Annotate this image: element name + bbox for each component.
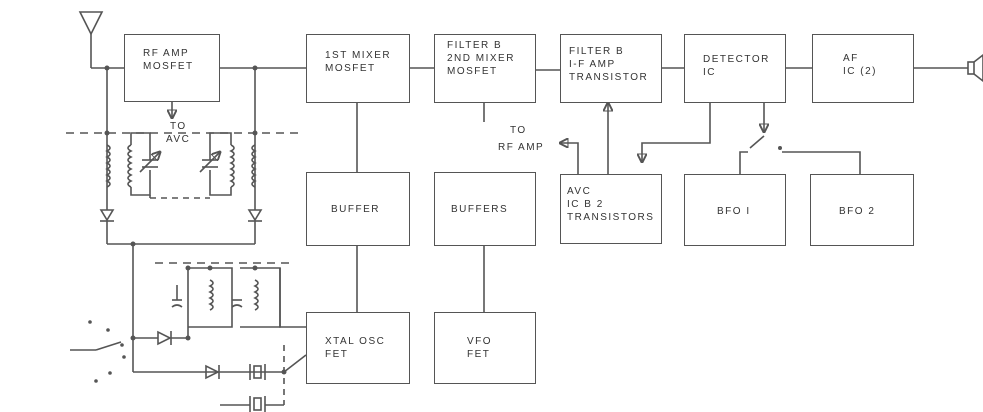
vfo-type: FET (467, 349, 491, 360)
xtal-osc-block: XTAL OSC FET (306, 312, 410, 384)
capacitor-icon (231, 299, 243, 308)
coil-icon (253, 279, 259, 311)
coil-icon (105, 144, 133, 188)
filter-label: FILTER B (447, 40, 503, 51)
buffers-block: BUFFERS (434, 172, 536, 246)
variable-capacitor-icon (199, 152, 220, 173)
second-mixer-label: 2ND MIXER (447, 53, 515, 64)
buffer-block: BUFFER (306, 172, 410, 246)
detector-type: IC (703, 67, 716, 78)
xtal-osc-type: FET (325, 349, 349, 360)
bfo2-label: BFO 2 (839, 206, 876, 217)
af-type: IC (2) (843, 66, 877, 77)
to-avc-label: TO AVC (166, 121, 191, 145)
second-mixer-type: MOSFET (447, 66, 498, 77)
crystal-icon (249, 364, 266, 380)
detector-label: DETECTOR (703, 54, 770, 65)
variable-capacitor-icon (139, 152, 160, 173)
xtal-osc-label: XTAL OSC (325, 336, 386, 347)
rf-amp-type: MOSFET (143, 61, 194, 72)
wire-avc-torf (560, 143, 579, 174)
to-rf-amp-label: TO RF AMP (498, 125, 545, 153)
bfo1-label: BFO I (717, 206, 751, 217)
filter-label: FILTER B (569, 46, 625, 57)
rf-amp-block: RF AMP MOSFET (124, 34, 220, 102)
rf-amp-label: RF AMP (143, 48, 190, 59)
coil-icon (208, 279, 214, 311)
diode-icon (205, 364, 220, 380)
capacitor-icon (171, 285, 183, 308)
first-mixer-block: 1ST MIXER MOSFET (306, 34, 410, 103)
antenna-icon (78, 11, 104, 68)
diode-icon (157, 330, 172, 346)
bfo2-block: BFO 2 (810, 174, 914, 246)
bfo1-block: BFO I (684, 174, 786, 246)
detector-block: DETECTOR IC (684, 34, 786, 103)
wire-detector-avc (642, 103, 711, 162)
coil-icon (229, 144, 257, 188)
crystal-icon (220, 396, 266, 412)
speaker-icon (967, 53, 983, 83)
buffers-label: BUFFERS (451, 204, 509, 215)
af-label: AF (843, 53, 859, 64)
first-mixer-label: 1ST MIXER (325, 50, 392, 61)
first-mixer-type: MOSFET (325, 63, 376, 74)
diode-icon (247, 209, 263, 222)
af-block: AF IC (2) (812, 34, 914, 103)
buffer-label: BUFFER (331, 204, 380, 215)
avc-type: TRANSISTORS (567, 212, 655, 223)
vfo-label: VFO (467, 336, 493, 347)
switch-icon (749, 135, 765, 149)
if-amp-type: TRANSISTOR (569, 72, 649, 83)
vfo-block: VFO FET (434, 312, 536, 384)
if-amp-label: I-F AMP (569, 59, 616, 70)
avc-ic-label: IC B 2 (567, 199, 604, 210)
filter-if-block: FILTER B I-F AMP TRANSISTOR (560, 34, 662, 103)
avc-label: AVC (567, 186, 592, 197)
filter-mixer2-block: FILTER B 2ND MIXER MOSFET (434, 34, 536, 103)
avc-block: AVC IC B 2 TRANSISTORS (560, 174, 662, 244)
switch-icon (70, 320, 126, 383)
diode-icon (99, 209, 115, 222)
